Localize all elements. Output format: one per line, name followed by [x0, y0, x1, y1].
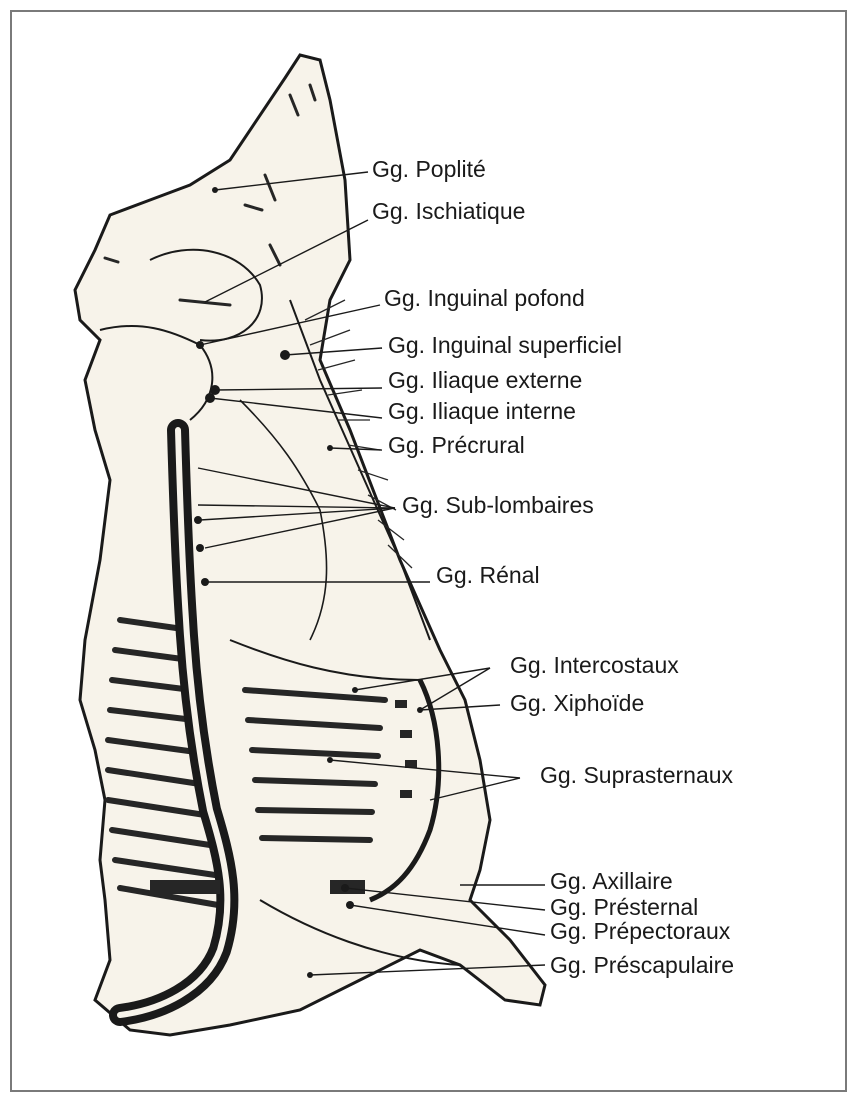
- label-renal: Gg. Rénal: [436, 562, 540, 588]
- label-poplite: Gg. Poplité: [372, 156, 486, 182]
- label-iliaque-externe: Gg. Iliaque externe: [388, 367, 582, 393]
- label-sub-lombaires: Gg. Sub-lombaires: [402, 492, 594, 518]
- label-prescapulaire: Gg. Préscapulaire: [550, 952, 734, 978]
- label-inguinal-profond: Gg. Inguinal pofond: [384, 285, 585, 311]
- label-ischiatique: Gg. Ischiatique: [372, 198, 525, 224]
- label-inguinal-superficiel: Gg. Inguinal superficiel: [388, 332, 622, 358]
- label-precrural: Gg. Précrural: [388, 432, 525, 458]
- label-presternal: Gg. Présternal: [550, 894, 698, 920]
- label-iliaque-interne: Gg. Iliaque interne: [388, 398, 576, 424]
- label-suprasternaux: Gg. Suprasternaux: [540, 762, 733, 788]
- label-prepectoraux: Gg. Prépectoraux: [550, 918, 730, 944]
- label-axillaire: Gg. Axillaire: [550, 868, 673, 894]
- label-xiphoide: Gg. Xiphoïde: [510, 690, 644, 716]
- label-intercostaux: Gg. Intercostaux: [510, 652, 679, 678]
